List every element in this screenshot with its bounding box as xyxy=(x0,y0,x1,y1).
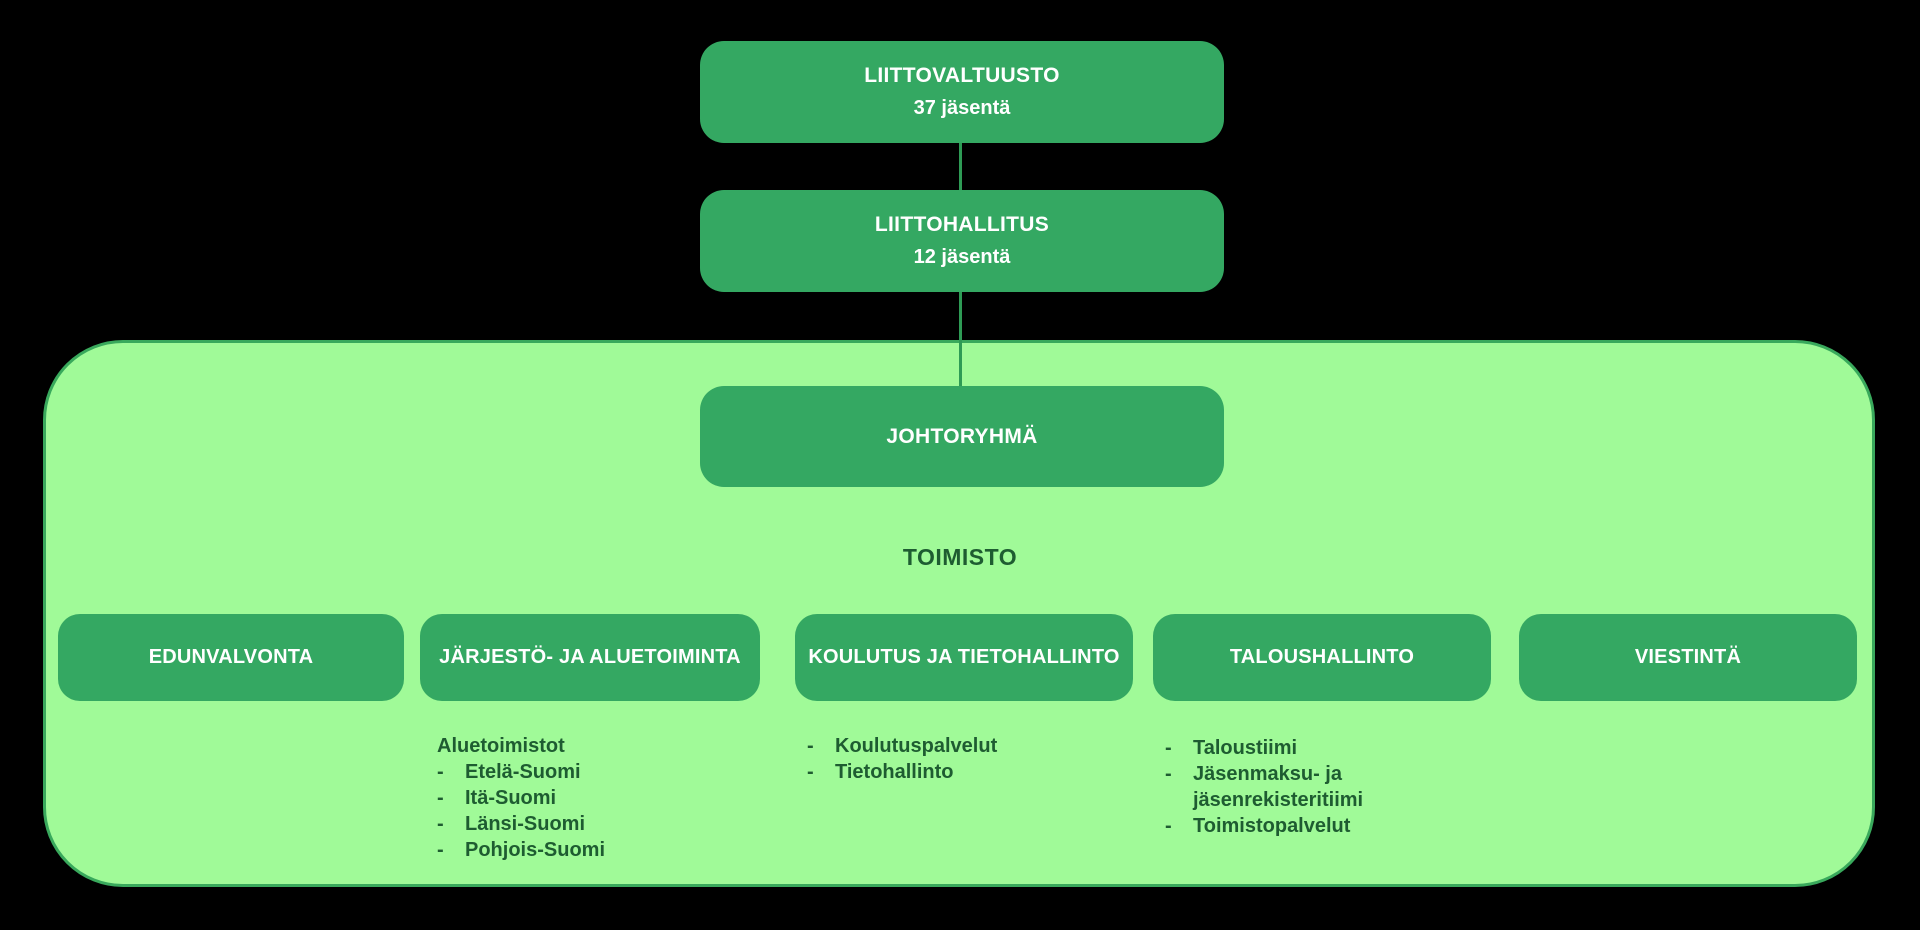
dept-box-edunvalvonta: EDUNVALVONTA xyxy=(58,614,404,701)
list-marker: - xyxy=(807,761,814,783)
list-item: -Tietohallinto xyxy=(807,759,1107,785)
list-item-text: Taloustiimi xyxy=(1193,737,1298,759)
list-item: -Itä-Suomi xyxy=(437,785,737,811)
list-marker: - xyxy=(1165,763,1172,785)
toimisto-section-label: TOIMISTO xyxy=(902,544,1018,570)
list-item-text: Itä-Suomi xyxy=(465,787,557,809)
list-item-text: Koulutuspalvelut xyxy=(835,735,998,757)
node-member-count: 12 jäsentä xyxy=(913,246,1011,268)
taloushallinto-list: -Taloustiimi -Jäsenmaksu- ja jäsenrekist… xyxy=(1165,735,1415,839)
list-heading: Aluetoimistot xyxy=(437,735,565,757)
list-item: -Taloustiimi xyxy=(1165,735,1415,761)
dept-box-koulutus-ja-tietohallinto: KOULUTUS JA TIETOHALLINTO xyxy=(795,614,1133,701)
list-item: -Länsi-Suomi xyxy=(437,811,737,837)
node-title: LIITTOHALLITUS xyxy=(874,213,1050,236)
org-node-johtoryhma: JOHTORYHMÄ xyxy=(700,386,1224,487)
connector-line-middle xyxy=(959,292,962,388)
dept-box-viestinta: VIESTINTÄ xyxy=(1519,614,1857,701)
list-marker: - xyxy=(437,761,444,783)
node-title: JOHTORYHMÄ xyxy=(886,424,1038,448)
list-item-text: Pohjois-Suomi xyxy=(465,839,605,861)
dept-box-jarjesto-ja-aluetoiminta: JÄRJESTÖ- JA ALUETOIMINTA xyxy=(420,614,760,701)
node-member-count: 37 jäsentä xyxy=(913,97,1011,119)
node-title: LIITTOVALTUUSTO xyxy=(864,64,1060,87)
list-item-text: Tietohallinto xyxy=(835,761,954,783)
koulutus-list: -Koulutuspalvelut -Tietohallinto xyxy=(807,733,1107,785)
org-node-liittohallitus: LIITTOHALLITUS 12 jäsentä xyxy=(700,190,1224,292)
dept-label: JÄRJESTÖ- JA ALUETOIMINTA xyxy=(439,646,741,668)
list-item: -Etelä-Suomi xyxy=(437,759,737,785)
aluetoimistot-list: Aluetoimistot -Etelä-Suomi -Itä-Suomi -L… xyxy=(437,733,737,863)
list-marker: - xyxy=(437,839,444,861)
list-marker: - xyxy=(437,813,444,835)
list-item: -Toimistopalvelut xyxy=(1165,813,1415,839)
list-item-text: Länsi-Suomi xyxy=(465,813,586,835)
list-item-text: Jäsenmaksu- ja jäsenrekisteritiimi xyxy=(1193,763,1364,811)
dept-label: TALOUSHALLINTO xyxy=(1229,646,1415,668)
dept-box-taloushallinto: TALOUSHALLINTO xyxy=(1153,614,1491,701)
list-item: -Pohjois-Suomi xyxy=(437,837,737,863)
list-marker: - xyxy=(807,735,814,757)
org-node-liittovaltuusto: LIITTOVALTUUSTO 37 jäsentä xyxy=(700,41,1224,143)
dept-label: EDUNVALVONTA xyxy=(148,646,314,668)
list-marker: - xyxy=(1165,737,1172,759)
dept-label: KOULUTUS JA TIETOHALLINTO xyxy=(808,646,1120,668)
list-item: -Koulutuspalvelut xyxy=(807,733,1107,759)
list-marker: - xyxy=(1165,815,1172,837)
list-marker: - xyxy=(437,787,444,809)
connector-line-top xyxy=(959,143,962,190)
list-item: -Jäsenmaksu- ja jäsenrekisteritiimi xyxy=(1165,761,1415,813)
dept-label: VIESTINTÄ xyxy=(1634,646,1742,668)
list-item-text: Toimistopalvelut xyxy=(1193,815,1351,837)
list-item-text: Etelä-Suomi xyxy=(465,761,581,783)
